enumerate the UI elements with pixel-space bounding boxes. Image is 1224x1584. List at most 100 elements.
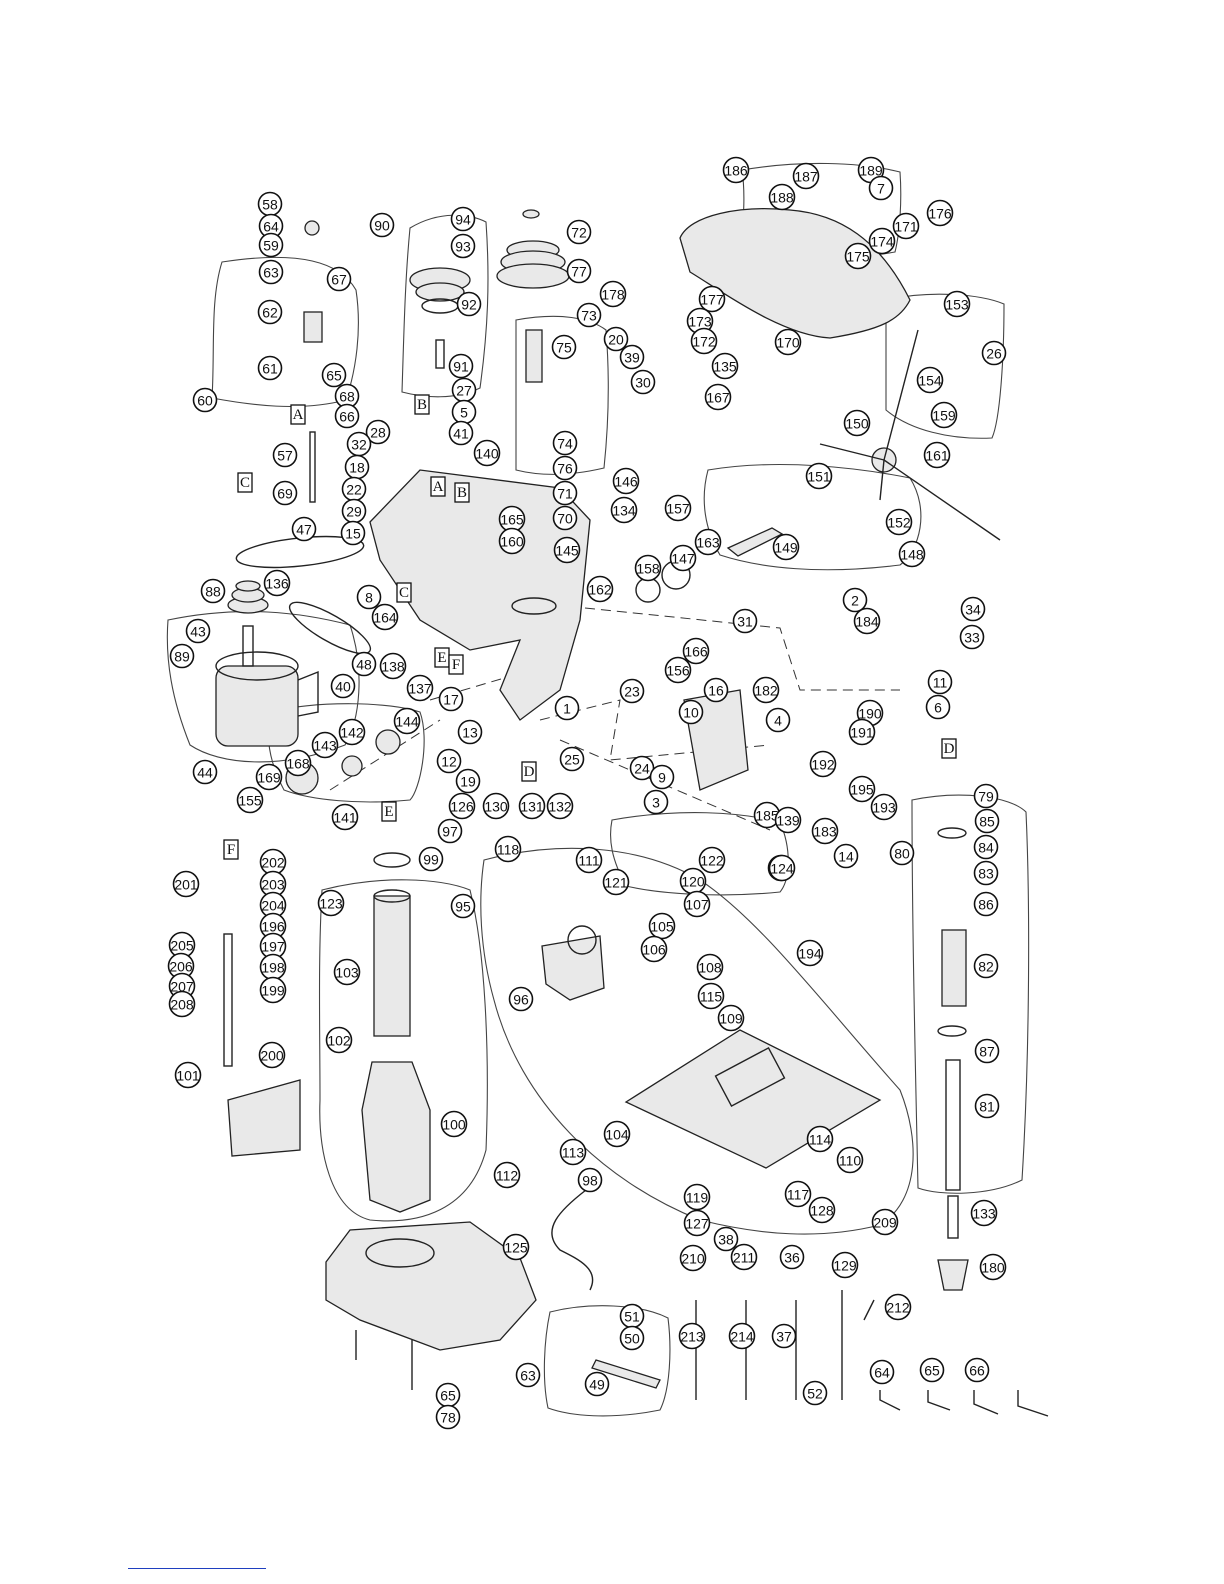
callout-number: 81 <box>979 1099 995 1115</box>
callout-circle <box>683 890 711 918</box>
callout-82: 82 <box>973 953 999 979</box>
callout-circle <box>831 1251 859 1279</box>
callout-number: 180 <box>981 1260 1005 1276</box>
callout-number: 87 <box>979 1044 995 1060</box>
callout-65: 65 <box>321 362 347 388</box>
callout-number: 13 <box>462 725 478 741</box>
callout-number: 72 <box>571 225 587 241</box>
callout-circle <box>732 608 758 634</box>
callout-number: 89 <box>174 649 190 665</box>
callout-122: 122 <box>698 846 726 874</box>
callout-number: 204 <box>261 898 285 914</box>
callout-188: 188 <box>768 183 796 211</box>
callout-145: 145 <box>553 536 581 564</box>
callout-circle <box>919 1357 945 1383</box>
footer-link-underline[interactable] <box>128 1568 266 1569</box>
callout-circle <box>923 441 951 469</box>
callout-number: 73 <box>581 308 597 324</box>
callout-circle <box>371 603 399 631</box>
callout-circle <box>678 1322 706 1350</box>
callout-123: 123 <box>317 889 345 917</box>
callout-number: 153 <box>945 297 969 313</box>
callout-number: 18 <box>349 460 365 476</box>
callout-number: 3 <box>652 795 660 811</box>
callout-number: 66 <box>969 1363 985 1379</box>
callout-number: 157 <box>666 501 690 517</box>
callout-number: 159 <box>932 408 956 424</box>
callout-circle <box>974 1038 1000 1064</box>
ref-letter: D <box>944 741 955 757</box>
callout-89: 89 <box>169 643 195 669</box>
callout-174: 174 <box>868 227 896 255</box>
callout-80: 80 <box>889 840 915 866</box>
callout-circle <box>259 976 287 1004</box>
callout-circle <box>630 369 656 395</box>
callout-48: 48 <box>351 651 377 677</box>
callout-24: 24 <box>629 755 655 781</box>
callout-circle <box>185 618 211 644</box>
callout-circle <box>796 939 824 967</box>
callout-number: 214 <box>730 1329 754 1345</box>
callout-194: 194 <box>796 939 824 967</box>
callout-10: 10 <box>678 699 704 725</box>
callout-circle <box>842 587 868 613</box>
callout-circle <box>575 846 603 874</box>
ref-box-frame <box>454 482 470 503</box>
callout-circle <box>802 1380 828 1406</box>
callout-153: 153 <box>943 290 971 318</box>
callout-111: 111 <box>575 846 603 874</box>
callout-number: 85 <box>979 814 995 830</box>
callout-circle <box>717 1004 745 1032</box>
callout-circle <box>393 707 421 735</box>
callout-75: 75 <box>551 334 577 360</box>
callout-circle <box>255 763 283 791</box>
callout-163: 163 <box>694 528 722 556</box>
callout-number: 65 <box>440 1388 456 1404</box>
callout-circle <box>448 792 476 820</box>
callout-circle <box>844 242 872 270</box>
callout-number: 80 <box>894 846 910 862</box>
callout-14: 14 <box>833 843 859 869</box>
callout-number: 10 <box>683 705 699 721</box>
callout-144: 144 <box>393 707 421 735</box>
callout-number: 30 <box>635 375 651 391</box>
ref-box-F: F <box>448 654 464 675</box>
callout-circle <box>805 462 833 490</box>
callout-number: 185 <box>755 808 779 824</box>
callout-104: 104 <box>603 1120 631 1148</box>
callout-number: 11 <box>933 675 948 691</box>
callout-number: 149 <box>774 540 798 556</box>
callout-198: 198 <box>259 953 287 981</box>
callout-circle <box>450 206 476 232</box>
callout-178: 178 <box>599 280 627 308</box>
callout-number: 74 <box>557 436 573 452</box>
ref-box-F: F <box>223 839 239 860</box>
callout-circle <box>698 285 726 313</box>
callout-circle <box>711 352 739 380</box>
callout-150: 150 <box>843 409 871 437</box>
callout-141: 141 <box>331 803 359 831</box>
callout-number: 88 <box>205 584 221 600</box>
callout-157: 157 <box>664 494 692 522</box>
callout-number: 172 <box>692 334 716 350</box>
callout-circle <box>326 266 352 292</box>
callout-200: 200 <box>258 1041 286 1069</box>
ref-box-C: C <box>237 472 253 493</box>
callout-circle <box>351 651 377 677</box>
ref-box-frame <box>448 654 464 675</box>
callout-154: 154 <box>916 366 944 394</box>
callout-number: 6 <box>934 700 942 716</box>
callout-number: 61 <box>262 361 278 377</box>
callout-62: 62 <box>257 299 283 325</box>
callout-number: 76 <box>557 461 573 477</box>
callout-209: 209 <box>871 1208 899 1236</box>
callout-213: 213 <box>678 1322 706 1350</box>
callout-number: 100 <box>442 1117 466 1133</box>
callout-202: 202 <box>259 848 287 876</box>
callout-circle <box>257 355 283 381</box>
callout-number: 90 <box>374 218 390 234</box>
callout-8: 8 <box>356 584 382 610</box>
callout-number: 138 <box>381 659 405 675</box>
callout-circle <box>974 1093 1000 1119</box>
callout-number: 19 <box>460 774 476 790</box>
